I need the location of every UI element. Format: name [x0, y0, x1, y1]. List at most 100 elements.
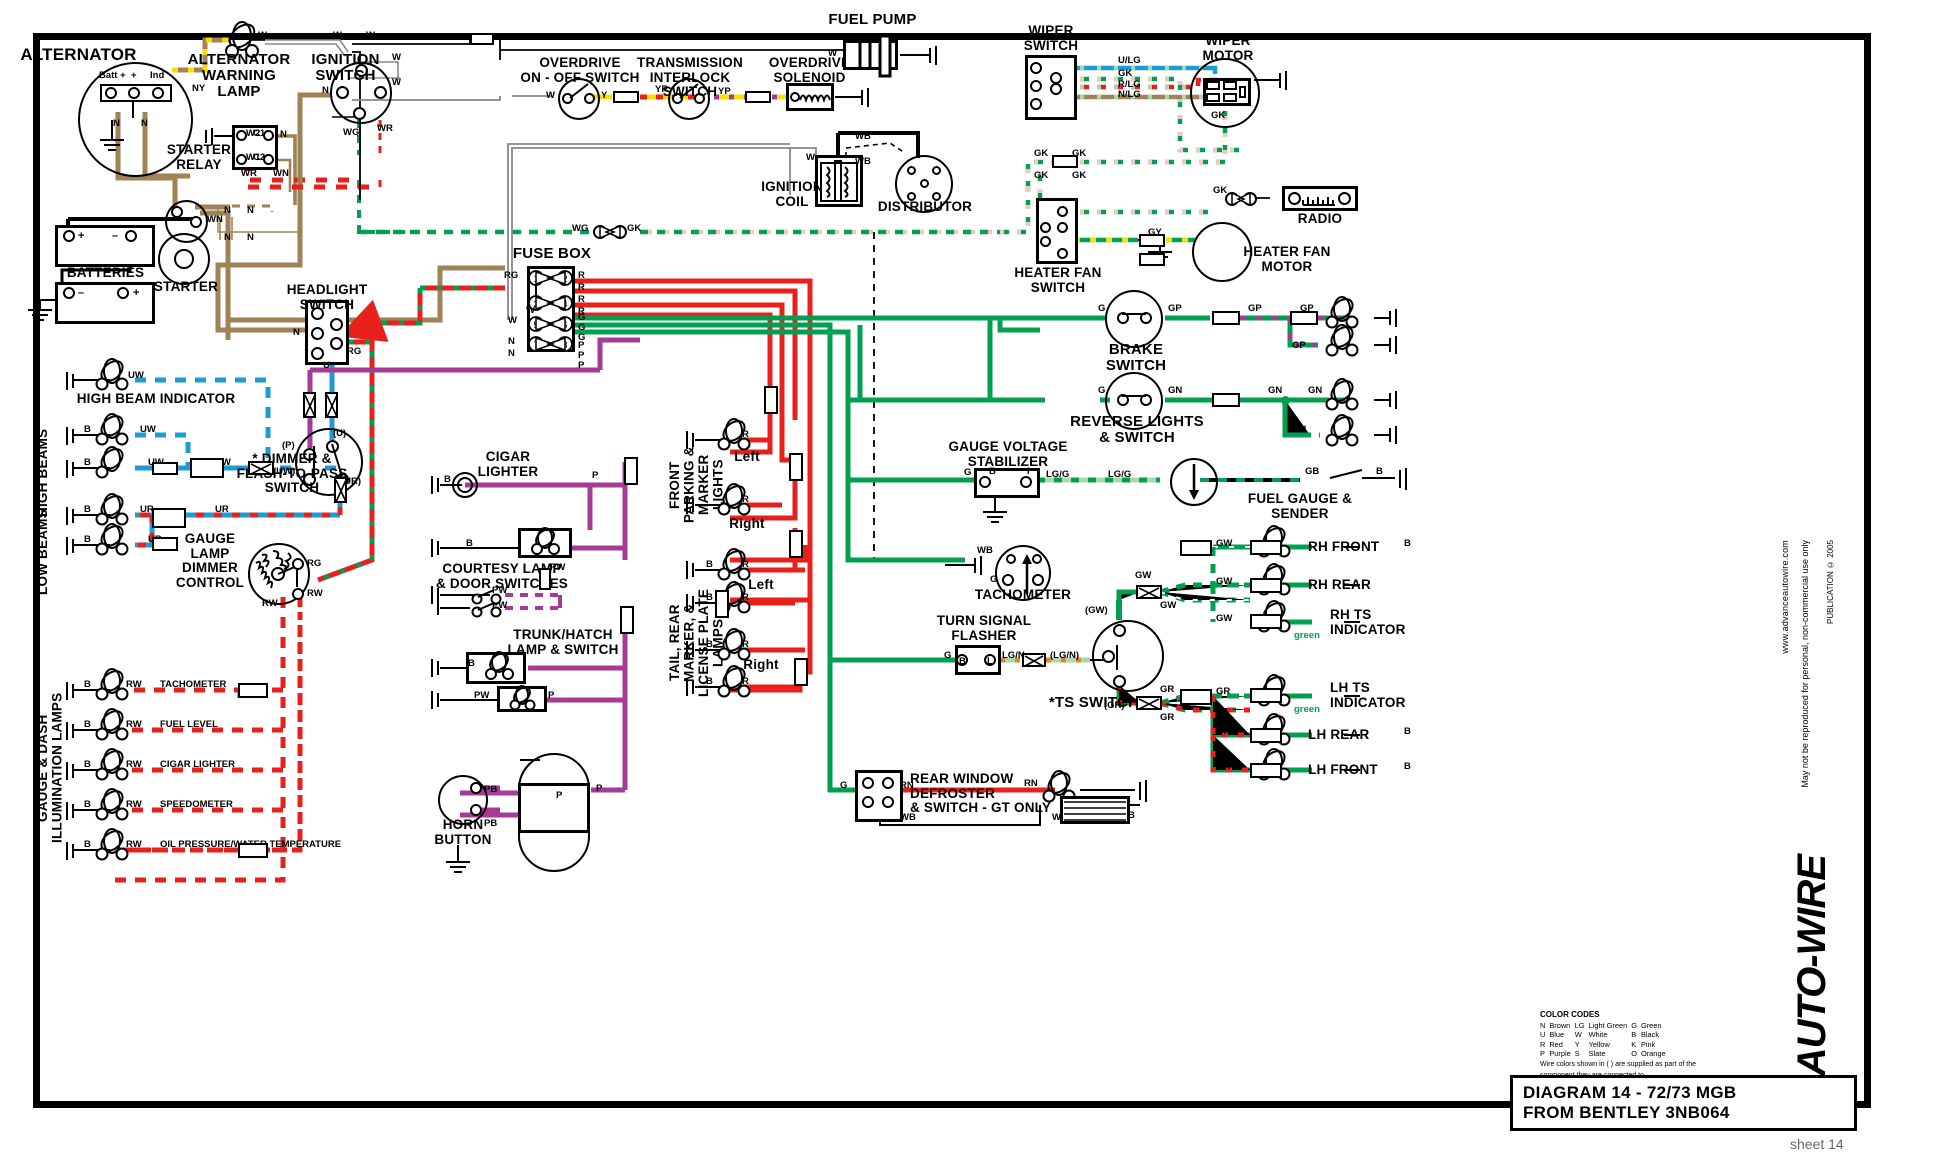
legend-code3: K	[1631, 1039, 1637, 1049]
publication-notice: PUBLICATION © 2005	[1826, 540, 1835, 624]
hfs-term-2[interactable]	[1040, 236, 1051, 247]
fuse-x-gw	[1138, 587, 1160, 599]
relay-term-w2[interactable]	[236, 130, 247, 141]
gvs-term-b[interactable]	[979, 476, 991, 488]
tach-term-y	[1032, 574, 1044, 586]
dimmer-switch-body[interactable]	[295, 428, 363, 496]
wire-label-gw-rhf: GW	[1216, 538, 1233, 549]
wire-label-rg-rheo: RG	[307, 558, 322, 569]
courtesy-lamp-bulb	[531, 527, 560, 555]
cigar-lighter-body[interactable]	[452, 472, 478, 498]
wire-label-w-od: W	[546, 90, 555, 101]
hl-sw-term-3[interactable]	[330, 337, 343, 350]
connector-brake-gp	[1290, 311, 1318, 325]
overdrive-switch-label: OVERDRIVE ON - OFF SWITCH	[520, 55, 640, 85]
wire-label-b-lb2: B	[84, 534, 91, 545]
relay-term-w1[interactable]	[236, 154, 247, 165]
legend-name2: Light Green	[1588, 1021, 1628, 1030]
ignition-term-5[interactable]	[353, 107, 366, 120]
gauge-lamp-dimmer-body[interactable]	[248, 543, 310, 605]
wire-label-g-rev: G	[1098, 385, 1106, 396]
coil-windings-icon	[820, 160, 858, 202]
reverse-switch-body[interactable]	[1105, 372, 1163, 430]
ignition-term-2[interactable]	[336, 86, 349, 99]
wiper-sw-term-1[interactable]	[1030, 62, 1042, 74]
wire-label-ur-lb1: UR	[140, 504, 154, 515]
defrost-term-4[interactable]	[882, 796, 894, 808]
trunk-switch-box[interactable]	[497, 686, 547, 712]
horn-term-2[interactable]	[470, 804, 482, 816]
battery-pos-2	[117, 287, 129, 299]
wire-label-g-f2: G	[578, 322, 586, 333]
alternator-term-plus[interactable]	[128, 87, 140, 99]
til-term-in[interactable]	[672, 93, 683, 104]
battery-neg-2	[63, 287, 75, 299]
relay-term-c1[interactable]	[263, 130, 274, 141]
legend-name: Blue	[1549, 1030, 1565, 1040]
low-beams-label: LOW BEAMS	[35, 509, 50, 595]
ts-term-gr[interactable]	[1113, 675, 1126, 688]
hl-sw-term-1[interactable]	[311, 347, 324, 360]
ignition-term-3[interactable]	[355, 64, 368, 77]
starter-term-b[interactable]	[190, 216, 202, 228]
hl-sw-term-2[interactable]	[311, 327, 324, 340]
transmission-interlock-body[interactable]	[668, 78, 710, 120]
rheostat-term-rw[interactable]	[292, 588, 304, 600]
horn-term-1[interactable]	[470, 782, 482, 794]
od-sw-term-out[interactable]	[584, 93, 595, 104]
tail-bulb-left	[717, 548, 751, 581]
relay-term-c2[interactable]	[263, 154, 274, 165]
defroster-switch-body[interactable]	[855, 770, 903, 822]
horn-button-body[interactable]	[438, 775, 488, 825]
flasher-term-l[interactable]	[984, 654, 996, 666]
ts-switch-body[interactable]	[1092, 620, 1164, 692]
horn-connector-block	[518, 783, 590, 833]
wiper-sw-term-5[interactable]	[1030, 98, 1042, 110]
overdrive-solenoid-label: OVERDRIVE SOLENOID	[768, 55, 851, 85]
starter-term-a[interactable]	[171, 206, 183, 218]
dash-lamp-bulb-3	[95, 748, 129, 781]
lh-ts-indicator-label: LH TS INDICATOR	[1330, 680, 1406, 710]
hfs-term-a[interactable]	[1040, 222, 1051, 233]
dash-lamp-bulb-5	[95, 828, 129, 861]
ts-term-in[interactable]	[1102, 650, 1115, 663]
wiper-sw-term-3[interactable]	[1030, 80, 1042, 92]
hfs-term-3[interactable]	[1057, 222, 1068, 233]
ignition-switch-body[interactable]	[330, 62, 392, 124]
od-sw-term-in[interactable]	[562, 93, 573, 104]
door-switch-1[interactable]	[471, 588, 502, 605]
rheostat-term-rg[interactable]	[292, 558, 304, 570]
wire-label-g-defrost: G	[840, 780, 848, 791]
door-switch-2[interactable]	[471, 601, 502, 618]
wire-label-wb1: WB	[855, 131, 871, 142]
dimmer-contacts	[313, 443, 343, 477]
flasher-term-b[interactable]	[956, 654, 968, 666]
ignition-term-1[interactable]	[374, 86, 387, 99]
defrost-term-2[interactable]	[882, 777, 894, 789]
hl-sw-mid[interactable]	[330, 318, 343, 331]
til-term-out[interactable]	[694, 93, 705, 104]
overdrive-switch-body[interactable]	[558, 78, 600, 120]
hl-sw-top[interactable]	[311, 307, 324, 320]
wire-label-r-f1: R	[578, 270, 585, 281]
reverse-lamp-2	[1325, 414, 1359, 447]
defrost-term-3[interactable]	[862, 796, 874, 808]
ts-term-gw[interactable]	[1113, 624, 1126, 637]
hfs-term-b[interactable]	[1057, 206, 1068, 217]
wire-label-b-lb1: B	[84, 504, 91, 515]
wiper-sw-term-4[interactable]	[1050, 83, 1062, 95]
alternator-term-batt[interactable]	[105, 87, 117, 99]
alternator-term-ind[interactable]	[152, 87, 164, 99]
hfs-term-1[interactable]	[1057, 248, 1068, 259]
dimmer-term-uw[interactable]	[303, 473, 316, 486]
connector-tail-4	[794, 658, 808, 686]
legend-name3: Green	[1640, 1021, 1662, 1030]
wire-label-r-f4: R	[578, 306, 585, 317]
brake-switch-body[interactable]	[1105, 290, 1163, 348]
connector-ts-out-2	[1180, 689, 1212, 705]
low-beam-bulb-1	[95, 493, 129, 526]
dimmer-switch-label: * DIMMER & FLASH-TO-PASS SWITCH	[236, 451, 348, 496]
gvs-term-i[interactable]	[1020, 476, 1032, 488]
wire-label-b-tail2: B	[706, 592, 713, 603]
defrost-term-1[interactable]	[862, 777, 874, 789]
